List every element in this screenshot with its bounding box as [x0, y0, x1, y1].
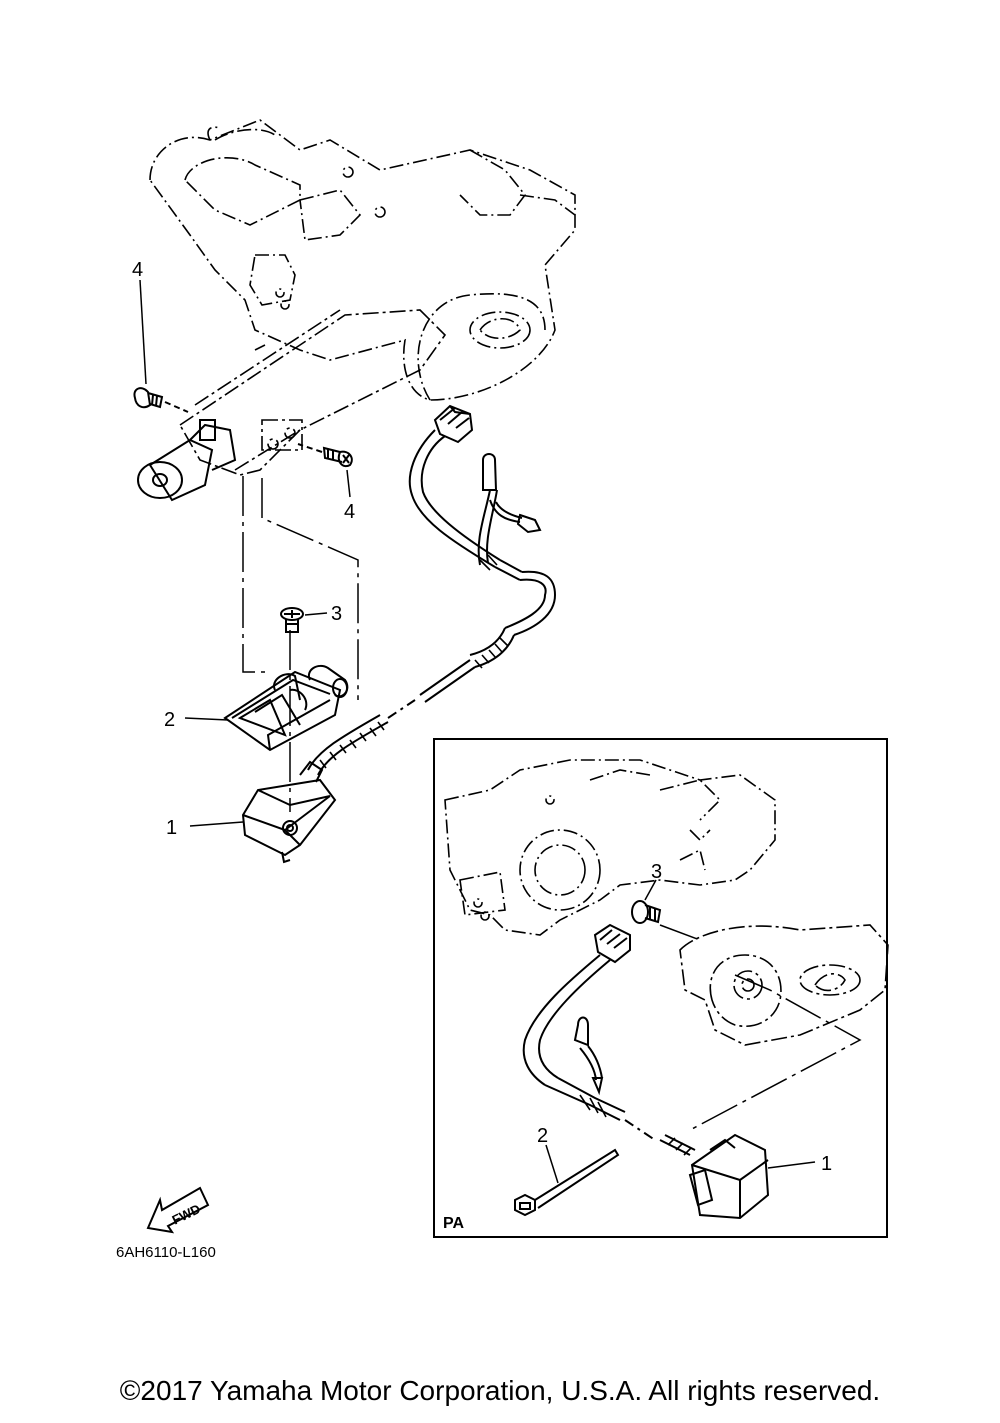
callout-3-main: 3: [331, 603, 342, 625]
leader-4-top: [139, 279, 147, 385]
screw-4-mid: [297, 443, 353, 468]
inset-tiller-housing: [679, 924, 889, 1046]
diagram-reference-code: 6AH6110-L160: [116, 1244, 216, 1261]
bracket-holder-part-2: [223, 664, 349, 752]
tiller-arm: [178, 309, 447, 476]
leader-1-main: [189, 821, 244, 827]
callout-4-top: 4: [132, 259, 143, 281]
inset-switch-part-1: [688, 1133, 770, 1220]
screw-3-main: [280, 607, 304, 633]
tiller-end-cap: [137, 419, 237, 502]
screw-4-left: [133, 387, 189, 413]
leader-3-main: [304, 612, 328, 616]
inset-frame: [433, 738, 888, 1238]
copyright-notice: ©2017 Yamaha Motor Corporation, U.S.A. A…: [119, 1375, 881, 1406]
leader-4-mid: [346, 469, 351, 498]
inset-cable-tie-part-2: [514, 1148, 620, 1217]
bracket-housing-outline: [149, 119, 576, 401]
callout-1-main: 1: [166, 817, 177, 839]
inset-bracket-outline: [444, 759, 776, 936]
callout-3-inset: 3: [651, 861, 662, 883]
inset-harness: [522, 923, 696, 1156]
switch-part-1: [241, 760, 337, 864]
inset-guide-lines: [659, 924, 862, 1131]
fwd-label: FWD: [170, 1201, 203, 1227]
leader-1-inset: [767, 1161, 816, 1169]
callout-4-mid: 4: [344, 501, 355, 523]
switch-harness: [307, 429, 557, 776]
callout-1-inset: 1: [821, 1153, 832, 1175]
assembly-guide-lines: [242, 476, 359, 812]
leader-2-inset: [545, 1144, 559, 1184]
inset-screw-3: [631, 900, 662, 924]
fwd-arrow-icon: [146, 1186, 210, 1234]
harness-lead-terminal: [477, 453, 542, 566]
leader-3-inset: [644, 879, 657, 901]
leader-2-main: [184, 717, 229, 721]
callout-2-main: 2: [164, 709, 175, 731]
inset-label: PA: [443, 1215, 464, 1232]
harness-connector-top: [433, 404, 474, 444]
callout-2-inset: 2: [537, 1125, 548, 1147]
